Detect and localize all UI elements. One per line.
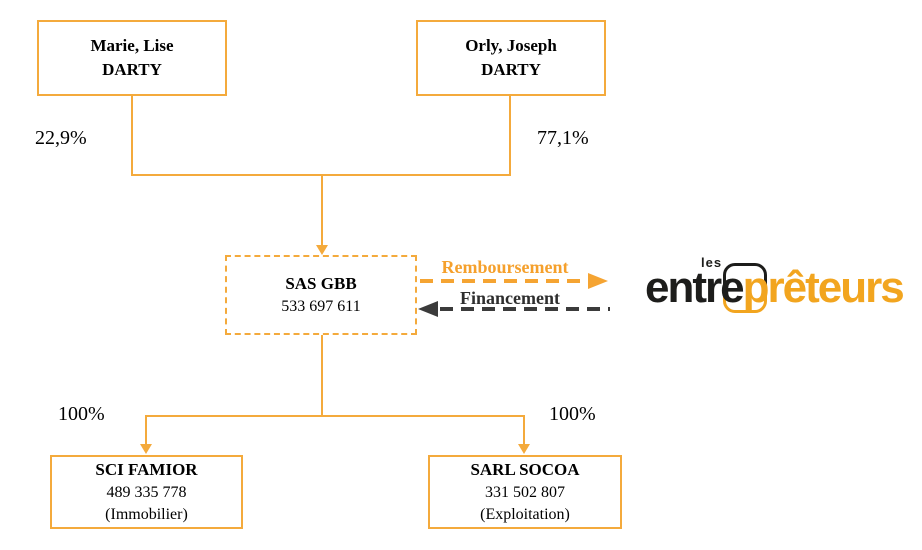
connector-line	[321, 335, 323, 417]
holding-name: SAS GBB	[285, 273, 357, 293]
subsidiary-name: SCI FAMIOR	[95, 459, 198, 479]
arrowhead-down-icon	[518, 444, 530, 454]
subsidiary-activity: (Exploitation)	[480, 505, 570, 523]
remboursement-dashed-line	[420, 279, 588, 283]
connector-line	[321, 176, 323, 246]
connector-line	[131, 96, 133, 176]
arrowhead-right-icon	[588, 273, 608, 289]
ownership-share-label: 100%	[549, 403, 596, 425]
arrowhead-down-icon	[140, 444, 152, 454]
ownership-share-label: 100%	[58, 403, 105, 425]
holding-number: 533 697 611	[281, 297, 361, 315]
flow-label-remboursement: Remboursement	[441, 257, 569, 277]
subsidiary-activity: (Immobilier)	[105, 505, 188, 523]
subsidiary-number: 489 335 778	[106, 483, 187, 501]
connector-line	[145, 417, 147, 445]
logo-frame-icon	[723, 287, 767, 313]
subsidiary-box-sci-famior: SCI FAMIOR 489 335 778 (Immobilier)	[50, 455, 243, 529]
logo-wordmark: entreprêteurs	[645, 263, 905, 312]
ownership-share-label: 77,1%	[537, 127, 589, 149]
shareholder-box-orly-joseph-darty: Orly, Joseph DARTY	[416, 20, 606, 96]
subsidiary-number: 331 502 807	[485, 483, 565, 501]
ownership-share-label: 22,9%	[35, 127, 87, 149]
connector-line	[509, 96, 511, 176]
arrowhead-left-icon	[418, 301, 438, 317]
logo-wordmark-black: entre	[645, 263, 745, 312]
connector-line	[523, 417, 525, 445]
holding-box-sas-gbb: SAS GBB 533 697 611	[225, 255, 417, 335]
subsidiary-box-sarl-socoa: SARL SOCOA 331 502 807 (Exploitation)	[428, 455, 622, 529]
flow-label-financement: Financement	[460, 288, 560, 308]
financement-dashed-line	[440, 307, 610, 311]
shareholder-name-line1: Orly, Joseph	[465, 36, 557, 56]
subsidiary-name: SARL SOCOA	[470, 459, 580, 479]
shareholder-name-line2: DARTY	[102, 60, 162, 79]
shareholder-name-line1: Marie, Lise	[90, 36, 174, 56]
shareholder-name-line2: DARTY	[481, 60, 541, 79]
lesentrepreteurs-logo: les entreprêteurs	[645, 255, 917, 322]
logo-les-text: les	[701, 255, 723, 270]
connector-line	[131, 174, 511, 176]
logo-frame-icon	[723, 263, 767, 287]
arrowhead-down-icon	[316, 245, 328, 255]
connector-line	[145, 415, 525, 417]
logo-wordmark-gold: prêteurs	[742, 263, 905, 312]
shareholder-box-marie-lise-darty: Marie, Lise DARTY	[37, 20, 227, 96]
